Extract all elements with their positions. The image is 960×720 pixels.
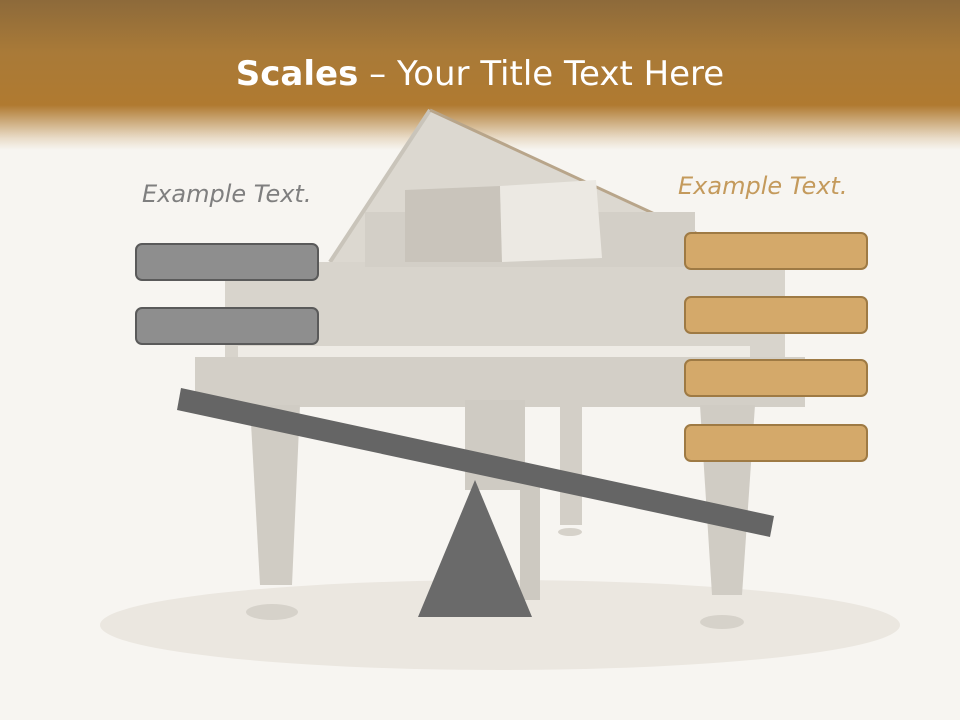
right-weight-box-4 (684, 424, 868, 462)
right-weight-box-1 (684, 232, 868, 270)
fulcrum-triangle (418, 480, 532, 617)
title-banner (0, 0, 960, 150)
left-example-label: Example Text. (142, 180, 312, 208)
title-rest: – Your Title Text Here (358, 54, 725, 94)
title-bold: Scales (235, 54, 359, 94)
left-weight-box-2 (135, 307, 319, 345)
scale-beam (177, 388, 774, 537)
right-weight-box-2 (684, 296, 868, 334)
slide-title: Scales – Your Title Text Here (0, 50, 960, 98)
left-weight-box-1 (135, 243, 319, 281)
right-weight-box-3 (684, 359, 868, 397)
right-example-label: Example Text. (678, 172, 848, 200)
